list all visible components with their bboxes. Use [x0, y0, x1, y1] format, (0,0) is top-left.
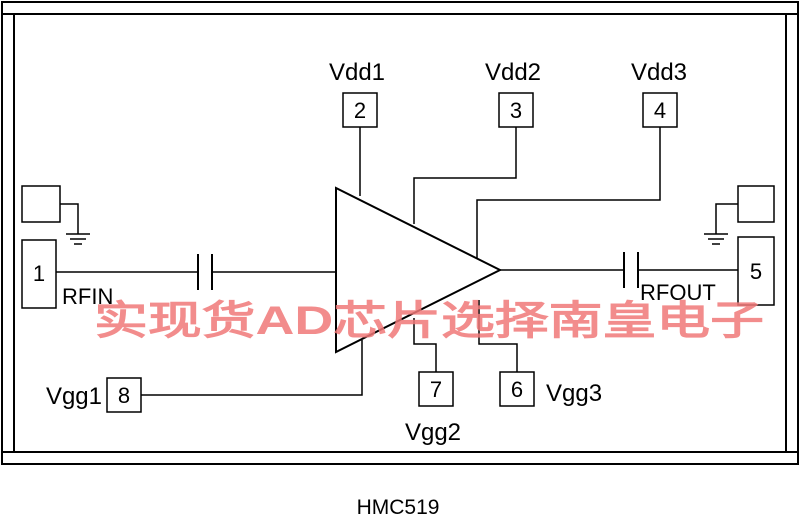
input-capacitor: [197, 254, 213, 290]
pin-4-label: Vdd3: [631, 59, 687, 86]
pin-1-label: RFIN: [62, 284, 113, 309]
input-ground-symbol: [21, 185, 90, 245]
pin-4-number: 4: [654, 98, 666, 123]
pin-3-label: Vdd2: [485, 59, 541, 86]
pin-6-box: [499, 371, 535, 407]
pin-5-number: 5: [750, 259, 762, 284]
pin-2-box: [342, 92, 378, 128]
part-number-caption: HMC519: [357, 496, 440, 519]
pin-7-box: [418, 371, 454, 407]
output-ground-symbol: [704, 185, 775, 245]
amplifier-triangle: [335, 186, 503, 354]
package-outline: [1, 1, 799, 465]
pin-8-number: 8: [118, 383, 130, 408]
pin-7-number: 7: [430, 377, 442, 402]
pin-7-label: Vgg2: [405, 419, 461, 446]
watermark-text: 实现货AD芯片选择南皇电子: [94, 299, 764, 343]
pin-3-number: 3: [510, 98, 522, 123]
pin-1-box: [21, 239, 57, 309]
pin-3-box: [498, 92, 534, 128]
output-capacitor: [623, 252, 639, 288]
pin-8-label: Vgg1: [46, 383, 102, 410]
pin-2-number: 2: [354, 98, 366, 123]
pin-8-box: [106, 377, 142, 413]
pin-6-label: Vgg3: [546, 380, 602, 407]
pin-5-box: [737, 236, 775, 306]
rf-path: [56, 269, 738, 273]
pin-4-box: [642, 92, 678, 128]
pin-2-label: Vdd1: [329, 59, 385, 86]
pin-1-number: 1: [33, 261, 45, 286]
pin-5-label: RFOUT: [640, 280, 716, 305]
pin-6-number: 6: [511, 377, 523, 402]
bias-wiring: [141, 127, 661, 396]
